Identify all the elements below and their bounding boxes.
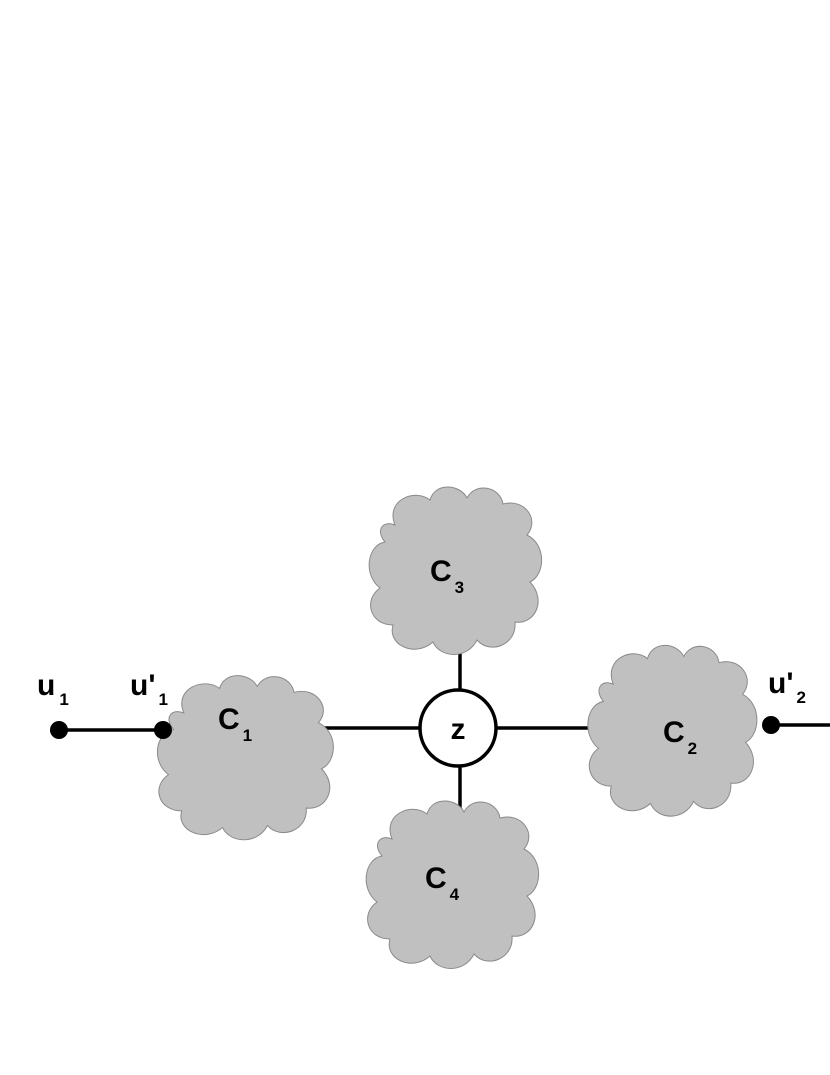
vertex-u2prime-label: u'2	[768, 667, 806, 707]
cluster-c1	[156, 675, 334, 841]
vertex-u2prime	[762, 716, 780, 734]
vertex-u1prime-label: u'1	[130, 669, 168, 709]
vertex-u1	[50, 721, 68, 739]
cluster-c3	[368, 486, 543, 655]
center-node-z	[418, 688, 498, 768]
center-node-label: z	[451, 713, 466, 746]
vertex-u1prime	[154, 721, 172, 739]
